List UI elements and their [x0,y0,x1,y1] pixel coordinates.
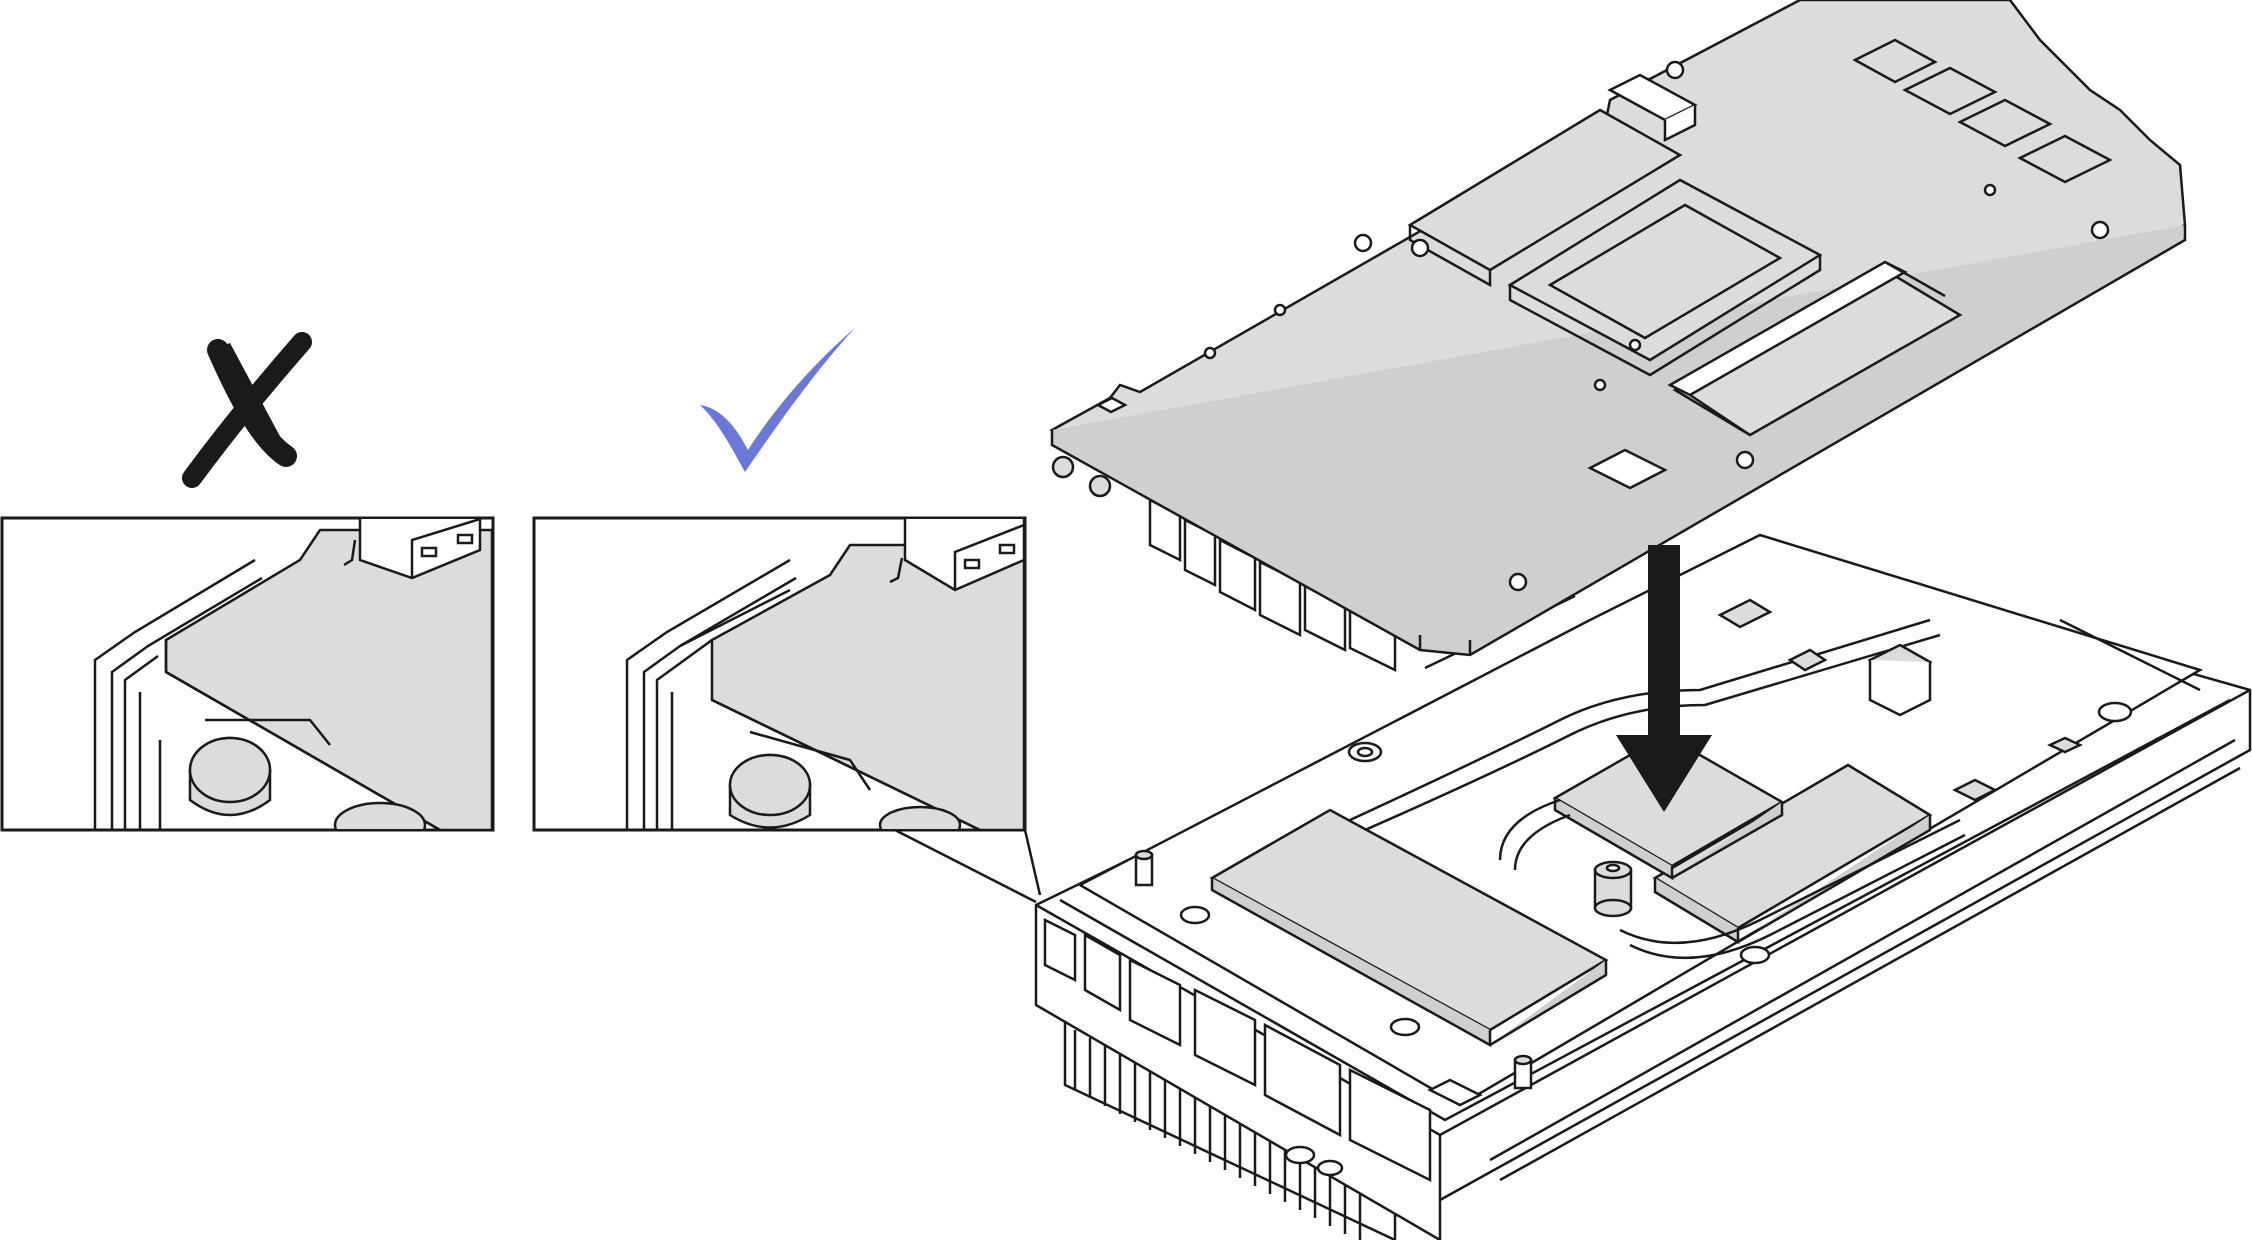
incorrect-x-mark [182,332,312,488]
standoff-bottom [1513,1054,1533,1090]
system-board [1049,0,2187,673]
chassis [1034,533,2252,1240]
standoff-left [1134,849,1154,887]
standoff-center [1593,860,1633,918]
correct-check-mark [700,328,855,472]
down-arrow [1616,545,1712,812]
incorrect-panel [0,516,495,832]
correct-panel [532,516,1027,832]
callout-lines [894,828,1042,904]
board-rear-ports [1051,455,1397,673]
